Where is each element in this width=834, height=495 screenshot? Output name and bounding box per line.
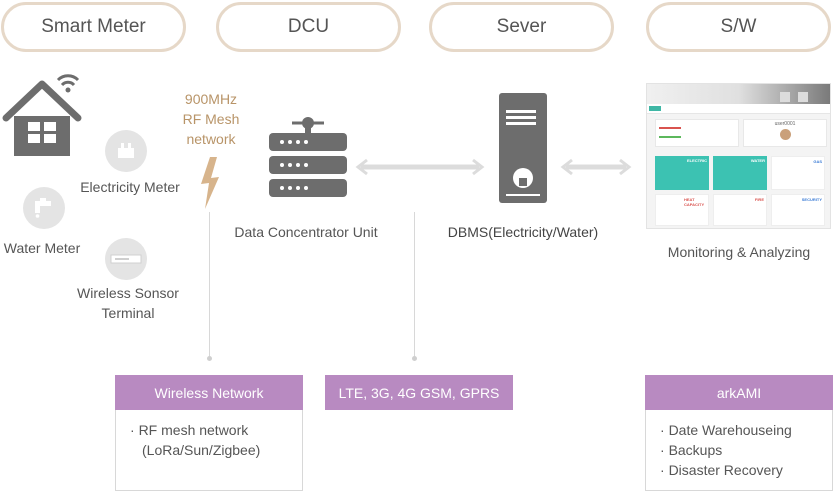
- rf-line3: network: [186, 131, 236, 147]
- monitor-panel-left: [655, 119, 739, 147]
- monitor-username: user0001: [774, 121, 796, 127]
- header-sw: S/W: [646, 2, 831, 52]
- tile-label: WATER: [750, 158, 765, 163]
- dcu-label: Data Concentrator Unit: [234, 224, 378, 240]
- lightning-icon: [201, 157, 219, 209]
- tile-label: GAS: [813, 159, 822, 164]
- house-icon: [2, 74, 82, 156]
- tile-label: ELECTRIC: [687, 158, 707, 163]
- server-label: DBMS(Electricity/Water): [447, 224, 599, 240]
- plug-icon: [118, 143, 134, 158]
- header-smart-meter: Smart Meter: [1, 2, 186, 52]
- sensor-device-icon: [110, 254, 142, 264]
- faucet-icon: [35, 198, 51, 218]
- wireless-network-body: · RF mesh network (LoRa/Sun/Zigbee): [115, 410, 303, 491]
- connector-line-rf: [209, 212, 210, 358]
- header-dcu: DCU: [216, 2, 401, 52]
- water-meter-label: Water Meter: [3, 240, 81, 256]
- dcu-server-icon: [269, 117, 347, 197]
- rf-line1: 900MHz: [184, 91, 238, 107]
- monitoring-screen: user0001 ELECTRIC WATER GAS HEAT CAPACIT…: [646, 83, 831, 229]
- arkami-item-3: · Disaster Recovery: [660, 462, 783, 478]
- wireless-item-2: (LoRa/Sun/Zigbee): [142, 442, 261, 458]
- arrow-server-sw: [560, 158, 632, 176]
- wireless-sensor-label-line2: Terminal: [101, 305, 155, 321]
- cellular-network-header: LTE, 3G, 4G GSM, GPRS: [325, 375, 513, 410]
- window-button: [780, 92, 790, 102]
- connector-line-dcu: [414, 212, 415, 358]
- window-button: [798, 92, 808, 102]
- arkami-body: · Date Warehouseing · Backups · Disaster…: [645, 410, 833, 491]
- arrow-dcu-server: [355, 158, 485, 176]
- tile-electric: ELECTRIC: [655, 156, 709, 190]
- rf-mesh-label: 900MHz RF Mesh network: [176, 89, 246, 149]
- wireless-item-1: · RF mesh network: [130, 422, 249, 438]
- tile-label: HEAT CAPACITY: [684, 197, 705, 207]
- tile-gas: GAS: [771, 156, 825, 190]
- wireless-sensor-label-line1: Wireless Sonsor: [77, 285, 179, 301]
- arkami-header: arkAMI: [645, 375, 833, 410]
- tile-label: FIRE: [754, 197, 764, 202]
- monitor-nav-logo: [649, 106, 661, 111]
- user-avatar: [780, 129, 791, 140]
- rf-line2: RF Mesh: [182, 111, 240, 127]
- tile-fire: FIRE: [713, 194, 767, 226]
- connector-dot-dcu: [412, 356, 417, 361]
- header-server: Sever: [429, 2, 614, 52]
- monitor-panel-user: user0001: [743, 119, 827, 147]
- monitor-nav: [647, 104, 830, 114]
- electricity-meter-label: Electricity Meter: [80, 179, 180, 195]
- connector-dot-rf: [207, 356, 212, 361]
- sw-label: Monitoring & Analyzing: [667, 244, 811, 260]
- arkami-item-2: · Backups: [660, 442, 723, 458]
- tile-security: SECURITY: [771, 194, 825, 226]
- water-meter-icon: [23, 187, 65, 229]
- tile-heat: HEAT CAPACITY: [655, 194, 709, 226]
- arkami-item-1: · Date Warehouseing: [660, 422, 792, 438]
- tile-label: SECURITY: [801, 197, 822, 202]
- server-tower-icon: [499, 93, 547, 203]
- wireless-network-header: Wireless Network: [115, 375, 303, 410]
- tile-water: WATER: [713, 156, 767, 190]
